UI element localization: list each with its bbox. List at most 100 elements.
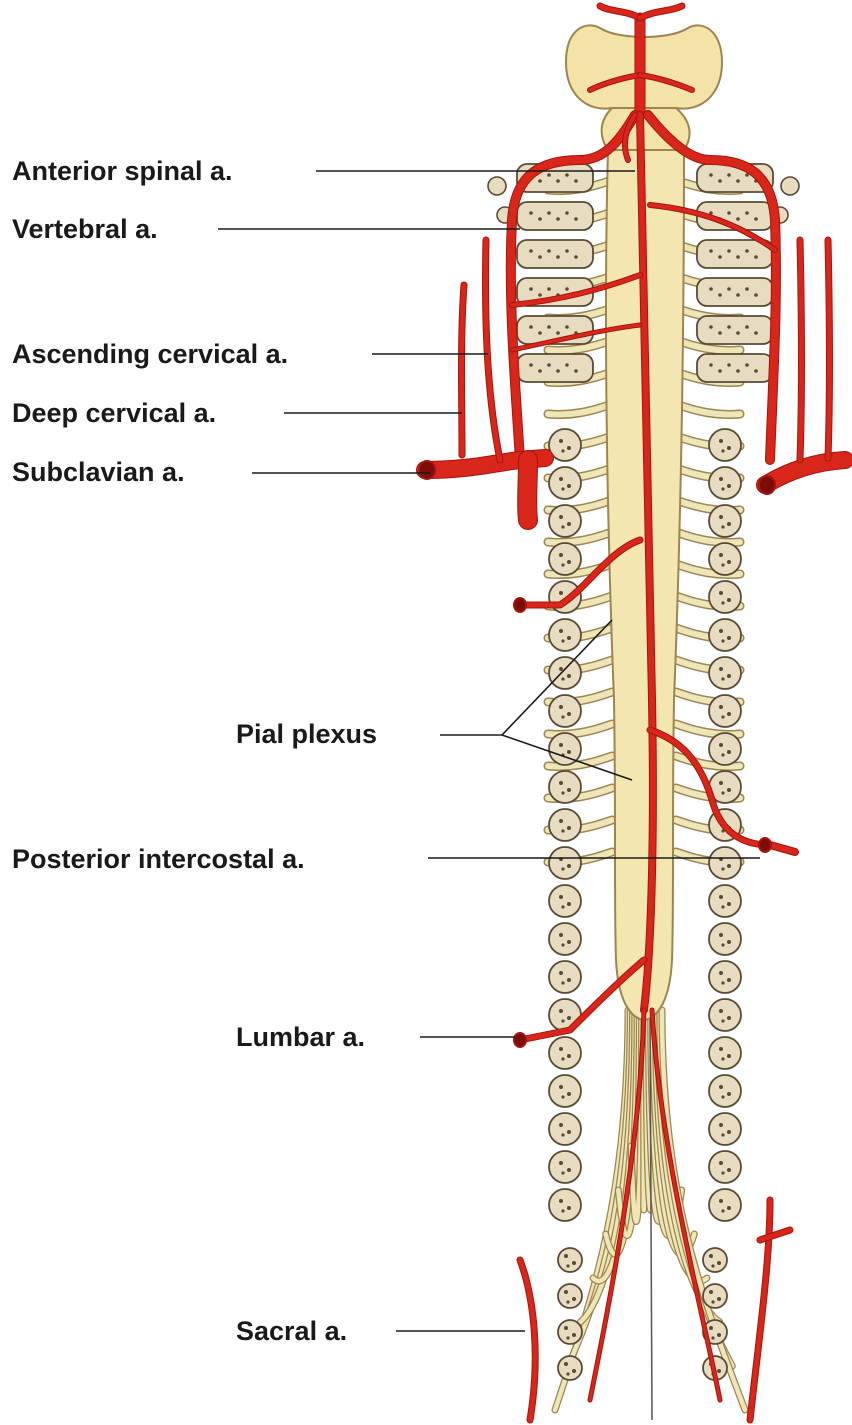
- vertebra: [558, 1284, 582, 1308]
- bone-texture: [561, 791, 564, 794]
- vertebra: [549, 657, 581, 689]
- bone-texture: [567, 446, 571, 450]
- bone-texture: [727, 636, 731, 640]
- bone-texture: [556, 331, 560, 335]
- bone-texture: [561, 1057, 564, 1060]
- vertebra: [549, 505, 581, 537]
- bone-texture: [727, 211, 731, 215]
- bone-texture: [559, 743, 563, 747]
- vertebra: [549, 695, 581, 727]
- vertebra: [549, 923, 581, 955]
- bone-texture: [564, 1254, 568, 1258]
- bone-texture: [538, 179, 542, 183]
- bone-texture: [727, 750, 731, 754]
- bone-texture: [559, 1047, 563, 1051]
- cervical-vertebra: [697, 278, 773, 306]
- vertebra: [709, 429, 741, 461]
- bone-texture: [721, 1095, 724, 1098]
- bone-texture: [709, 325, 713, 329]
- bone-texture: [565, 211, 569, 215]
- bone-texture: [567, 1054, 571, 1058]
- vertebra: [549, 619, 581, 651]
- bone-texture: [567, 1092, 571, 1096]
- bone-texture: [719, 1085, 723, 1089]
- bone-texture: [719, 781, 723, 785]
- bone-texture: [529, 287, 533, 291]
- bone-texture: [566, 1300, 569, 1303]
- bone-texture: [556, 369, 560, 373]
- bone-texture: [556, 217, 560, 221]
- label-lumbar-artery: Lumbar a.: [236, 1024, 365, 1051]
- vessel-opening: [419, 461, 435, 479]
- bone-texture: [711, 1264, 714, 1267]
- bone-texture: [572, 1333, 576, 1337]
- bone-texture: [567, 826, 571, 830]
- bone-texture: [566, 1372, 569, 1375]
- bone-texture: [727, 1206, 731, 1210]
- bone-texture: [721, 563, 724, 566]
- bone-texture: [561, 1095, 564, 1098]
- bone-texture: [719, 667, 723, 671]
- bone-texture: [745, 363, 749, 367]
- bone-texture: [547, 363, 551, 367]
- vertebra: [549, 1075, 581, 1107]
- bone-texture: [721, 943, 724, 946]
- deep-cervical-artery: [462, 285, 465, 455]
- vertebra: [549, 1113, 581, 1145]
- vertebra: [709, 1075, 741, 1107]
- vertebra: [549, 771, 581, 803]
- bone-texture: [566, 1264, 569, 1267]
- bone-texture: [727, 1092, 731, 1096]
- vertebra: [549, 809, 581, 841]
- bone-texture: [709, 287, 713, 291]
- vertebra: [558, 1248, 582, 1272]
- bone-texture: [727, 1168, 731, 1172]
- bone-texture: [711, 1300, 714, 1303]
- bone-texture: [564, 1326, 568, 1330]
- vertebra: [703, 1248, 727, 1272]
- vessel-opening: [514, 1033, 526, 1047]
- bone-texture: [561, 943, 564, 946]
- bone-texture: [567, 1206, 571, 1210]
- bone-texture: [561, 563, 564, 566]
- vertebra: [709, 1113, 741, 1145]
- bone-texture: [727, 249, 731, 253]
- bone-texture: [719, 553, 723, 557]
- bone-texture: [561, 487, 564, 490]
- bone-texture: [561, 715, 564, 718]
- bone-texture: [721, 715, 724, 718]
- vessel-opening: [759, 476, 775, 494]
- bone-texture: [745, 249, 749, 253]
- bone-texture: [565, 287, 569, 291]
- bone-texture: [529, 211, 533, 215]
- bone-texture: [538, 293, 542, 297]
- bone-texture: [727, 902, 731, 906]
- bone-texture: [559, 971, 563, 975]
- vertebra: [549, 467, 581, 499]
- bone-texture: [561, 1209, 564, 1212]
- bone-texture: [567, 1016, 571, 1020]
- bone-texture: [719, 1047, 723, 1051]
- bone-texture: [719, 705, 723, 709]
- label-pial-plexus: Pial plexus: [236, 721, 377, 748]
- vessel-opening: [759, 838, 771, 852]
- bone-texture: [565, 325, 569, 329]
- bone-texture: [727, 598, 731, 602]
- sacral-artery-left: [520, 1260, 535, 1420]
- bone-texture: [709, 1254, 713, 1258]
- bone-texture: [709, 173, 713, 177]
- bone-texture: [721, 487, 724, 490]
- bone-texture: [719, 439, 723, 443]
- bone-texture: [559, 933, 563, 937]
- brachiocephalic-trunk: [527, 460, 528, 520]
- vertebra: [709, 1151, 741, 1183]
- bone-texture: [529, 325, 533, 329]
- vertebra: [549, 961, 581, 993]
- bone-texture: [721, 677, 724, 680]
- label-posterior-intercostal-artery: Posterior intercostal a.: [12, 846, 305, 873]
- bone-texture: [567, 978, 571, 982]
- cervical-vertebra: [517, 240, 593, 268]
- bone-texture: [736, 369, 740, 373]
- bone-texture: [721, 1171, 724, 1174]
